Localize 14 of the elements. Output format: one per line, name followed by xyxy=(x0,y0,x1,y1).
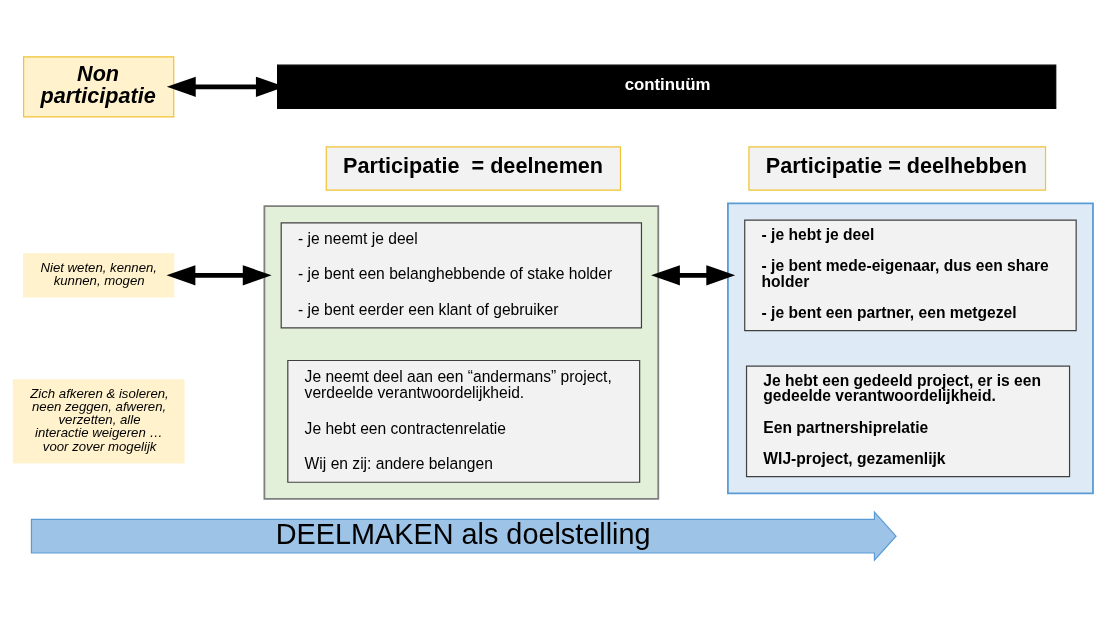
node-box: Zich afkeren & isoleren, neen zeggen, afweren, verzetten, alle interactie weigeren … voor zover mogelijk xyxy=(12,379,185,464)
arrow xyxy=(651,265,736,286)
node-box: Niet weten, kennen, kunnen, mogen xyxy=(23,253,175,298)
cluster xyxy=(727,202,1094,495)
cluster xyxy=(263,205,660,500)
node-box: Participatie = deelhebben xyxy=(748,146,1047,191)
node-box: Je neemt deel aan een “andermans” project, verdeelde verantwoordelijkheid. Je hebt een contractenrelatie Wij en zij: andere belangen xyxy=(287,359,641,483)
node-box: Non participatie xyxy=(23,56,175,118)
node-box: - je neemt je deel - je bent een belanghebbende of stake holder - je bent eerder een klant of gebruiker xyxy=(280,222,643,329)
node-box: - je hebt je deel - je bent mede-eigenaar, dus een share holder - je bent een partner, een metgezel xyxy=(744,219,1077,332)
node-box: Je hebt een gedeeld project, er is een gedeelde verantwoordelijkheid. Een partnershiprelatie WIJ-project, gezamenlijk xyxy=(745,365,1071,478)
arrow xyxy=(166,265,272,286)
node-box: continuüm xyxy=(277,64,1057,110)
node-box: Participatie = deelnemen xyxy=(325,146,622,191)
